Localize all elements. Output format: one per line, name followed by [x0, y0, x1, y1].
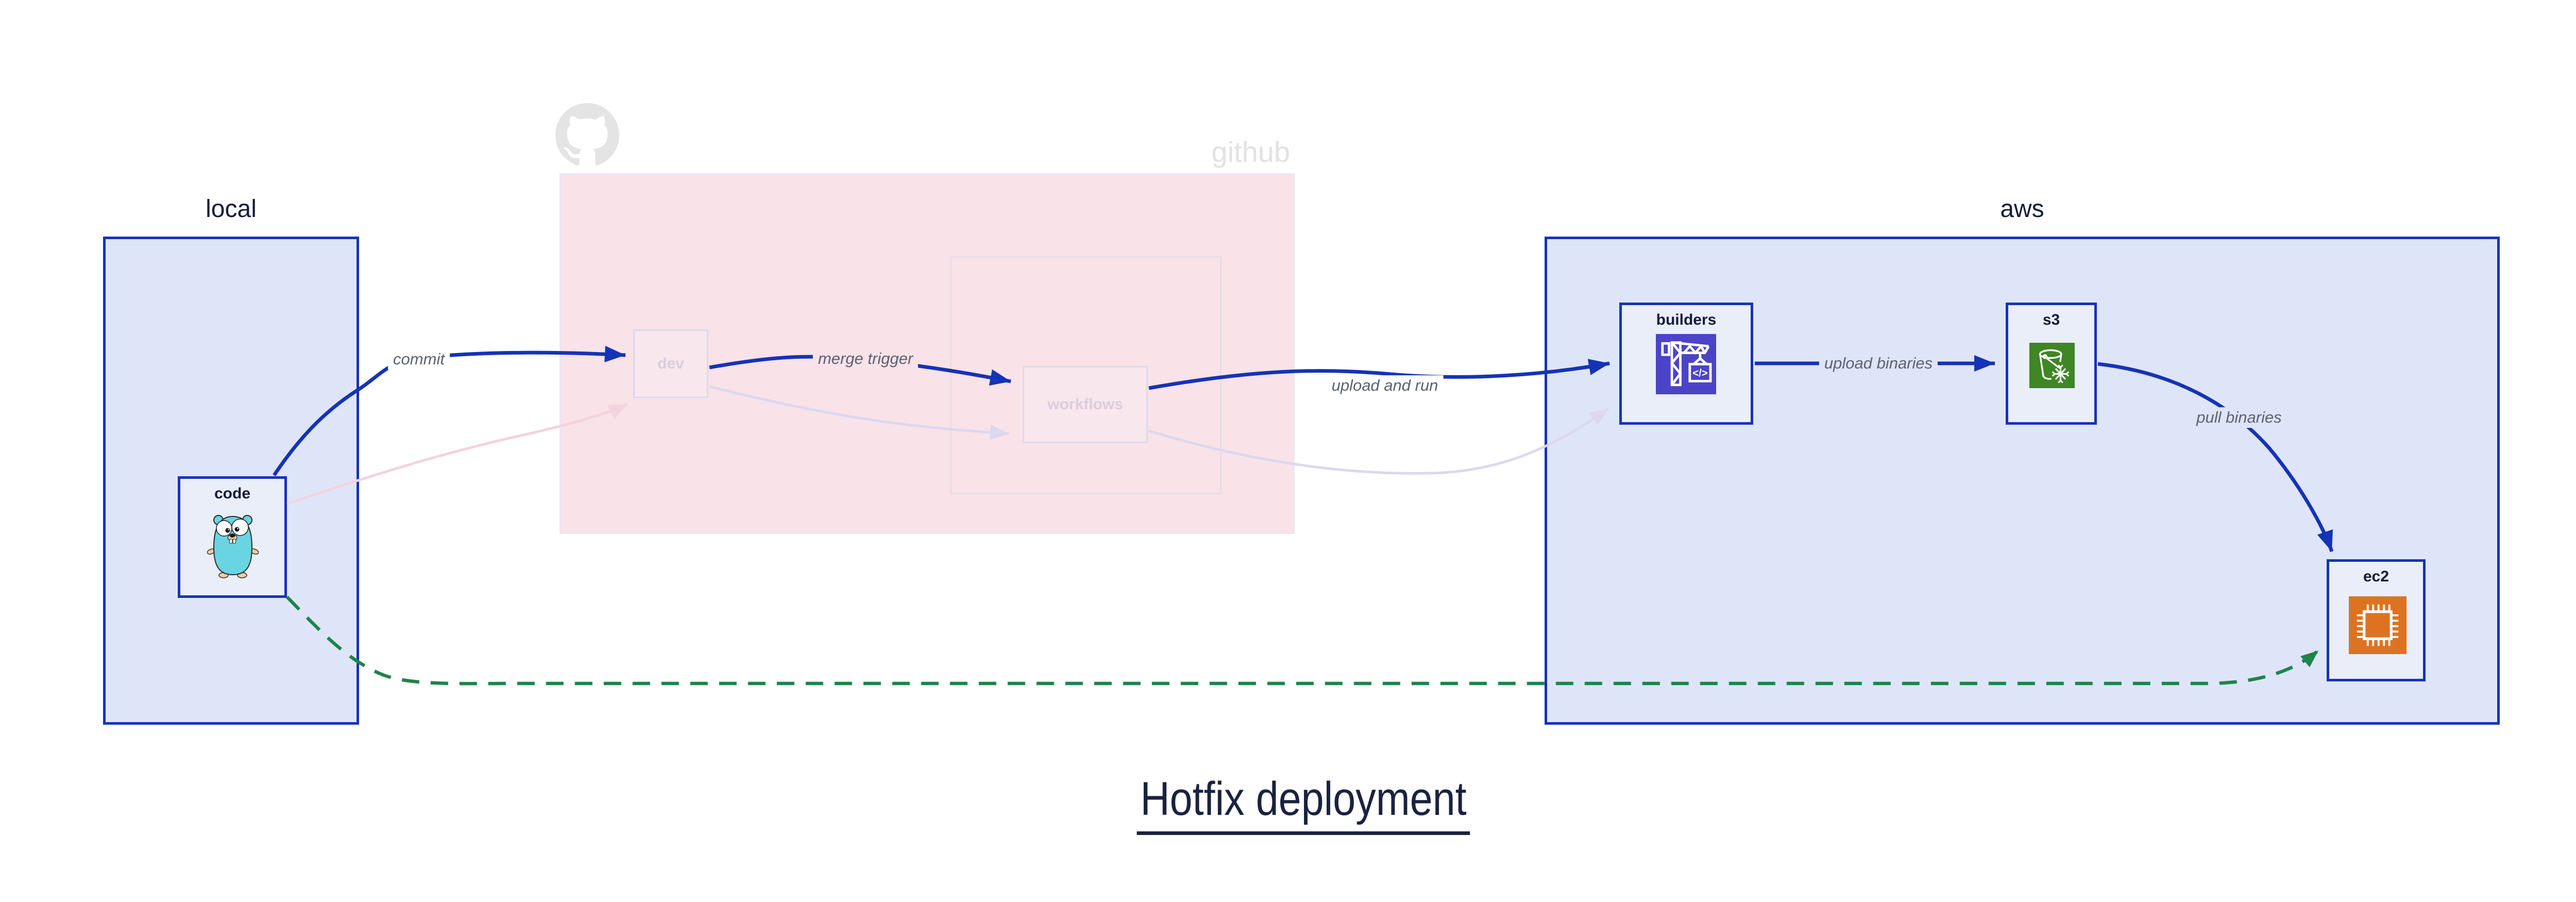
builders-label: builders	[1656, 311, 1717, 328]
diagram-title: Hotfix deployment	[1110, 772, 1497, 835]
diagram-title-text: Hotfix deployment	[1137, 772, 1470, 835]
s3-label: s3	[2042, 311, 2060, 328]
aws-container-label: aws	[2000, 195, 2044, 223]
node-dev: dev	[633, 329, 708, 398]
pull-binaries-edge-label: pull binaries	[2191, 407, 2287, 428]
node-workflows: workflows	[1023, 366, 1148, 443]
node-builders: builders </>	[1619, 303, 1753, 425]
commit-edge-label: commit	[388, 349, 450, 370]
node-ec2: ec2	[2327, 559, 2426, 681]
svg-text:</>: </>	[1692, 368, 1707, 379]
node-code: code	[178, 476, 287, 598]
dev-label: dev	[657, 355, 684, 372]
github-octocat-icon	[555, 103, 619, 167]
local-container-label: local	[206, 195, 257, 223]
codebuild-crane-icon: </>	[1656, 334, 1716, 394]
code-label: code	[214, 485, 251, 502]
node-s3: s3	[2006, 303, 2097, 425]
upload-binaries-edge-label: upload binaries	[1819, 353, 1938, 374]
s3-glacier-bucket-icon	[2029, 343, 2075, 388]
go-gopher-icon	[207, 510, 259, 582]
ec2-chip-icon	[2349, 596, 2406, 654]
ec2-label: ec2	[2363, 568, 2389, 585]
upload-and-run-edge-label: upload and run	[1326, 375, 1444, 396]
github-container-label: github	[1211, 136, 1290, 168]
workflows-label: workflows	[1047, 396, 1123, 413]
merge-trigger-edge-label: merge trigger	[812, 348, 919, 369]
